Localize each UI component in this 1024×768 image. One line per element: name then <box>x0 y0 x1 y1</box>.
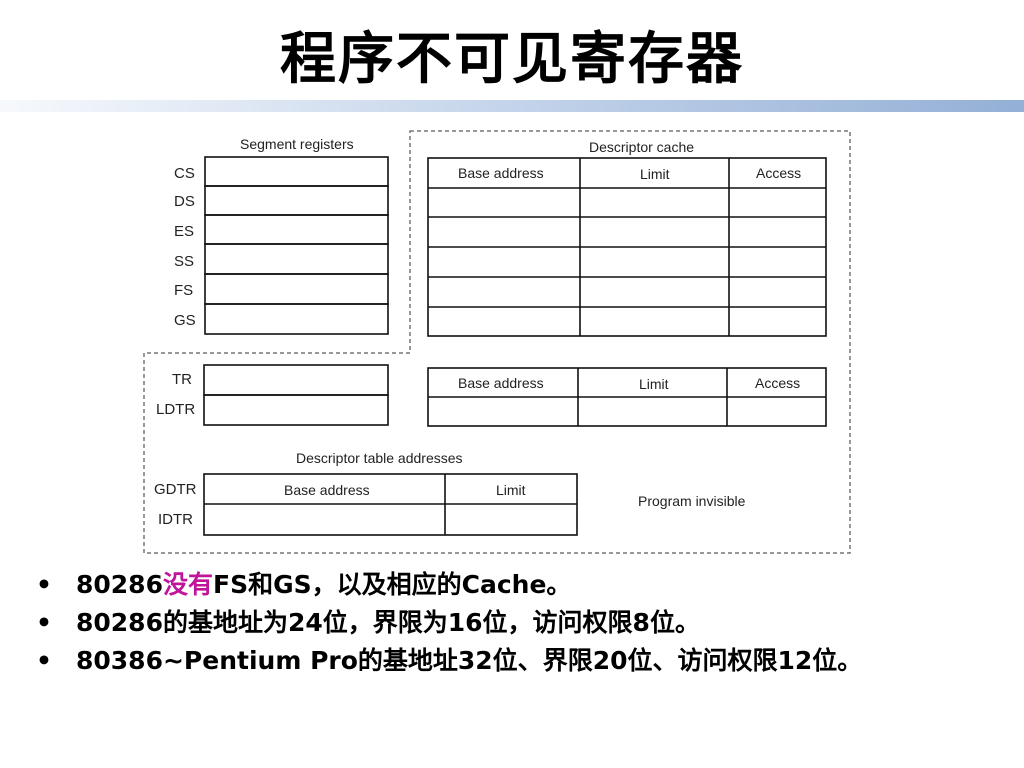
cache-header-base-address: Base address <box>458 165 544 181</box>
task-register-boxes <box>203 364 389 426</box>
program-invisible-outline <box>143 130 851 554</box>
register-label-tr: TR <box>172 371 192 388</box>
descriptor-cache-table <box>427 157 827 337</box>
bullet-dot: • <box>36 646 52 675</box>
table-header-base-address: Base address <box>284 482 370 498</box>
program-invisible-label: Program invisible <box>638 493 746 509</box>
table-header-limit: Limit <box>496 482 526 498</box>
descriptor-table-address-table <box>203 473 578 536</box>
bullet-text: 80286的基地址为24位，界限为16位，访问权限8位。 <box>76 608 700 637</box>
segment-registers-label: Segment registers <box>240 136 354 152</box>
page-title: 程序不可见寄存器 <box>280 27 744 92</box>
cache-header-access: Access <box>756 165 802 181</box>
register-label-idtr: IDTR <box>158 511 193 528</box>
register-label-cs: CS <box>174 165 195 182</box>
register-label-ss: SS <box>174 253 195 270</box>
bullet-dot: • <box>36 608 52 637</box>
register-label-ds: DS <box>174 193 195 210</box>
bullet-list: • 80286没有FS和GS，以及相应的Cache。 • 80286的基地址为2… <box>36 566 986 680</box>
cache-header-limit: Limit <box>640 166 670 182</box>
bullet-prefix: 80286 <box>76 570 163 599</box>
register-label-fs: FS <box>174 282 194 299</box>
bullet-text: 80386~Pentium Pro的基地址32位、界限20位、访问权限12位。 <box>76 646 863 675</box>
bullet-highlight: 没有 <box>162 570 213 599</box>
segment-register-boxes <box>204 156 389 335</box>
bullet-item: • 80286没有FS和GS，以及相应的Cache。 <box>36 566 986 604</box>
register-label-ldtr: LDTR <box>156 401 196 418</box>
bullet-rest: FS和GS，以及相应的Cache。 <box>213 570 572 599</box>
task-cache-header-limit: Limit <box>639 376 669 392</box>
register-label-gdtr: GDTR <box>154 481 197 498</box>
bullet-dot: • <box>36 570 52 599</box>
task-cache-header-access: Access <box>755 375 801 391</box>
descriptor-cache-label: Descriptor cache <box>589 139 695 155</box>
title-underline <box>0 100 1024 112</box>
bullet-item: • 80386~Pentium Pro的基地址32位、界限20位、访问权限12位… <box>36 642 986 680</box>
bullet-text: 80286没有FS和GS，以及相应的Cache。 <box>76 566 986 604</box>
task-cache-header-base-address: Base address <box>458 375 544 391</box>
task-descriptor-cache-table <box>427 367 827 427</box>
register-label-gs: GS <box>174 312 196 329</box>
bullet-item: • 80286的基地址为24位，界限为16位，访问权限8位。 <box>36 604 986 642</box>
descriptor-table-addresses-label: Descriptor table addresses <box>296 450 463 466</box>
register-label-es: ES <box>174 223 195 240</box>
